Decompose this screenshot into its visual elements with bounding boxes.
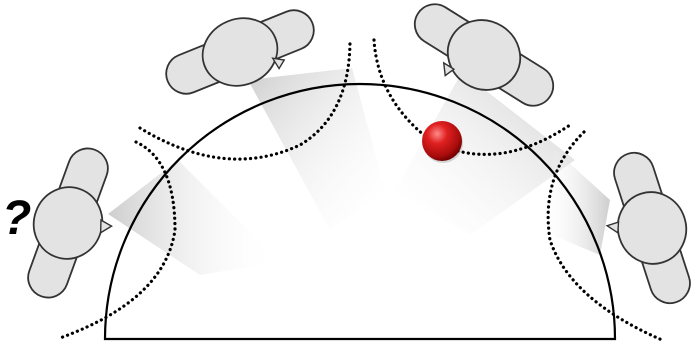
view-cone-left bbox=[108, 160, 280, 275]
nose-icon bbox=[605, 221, 620, 235]
target-ball bbox=[422, 121, 463, 163]
observer-left bbox=[27, 147, 113, 299]
view-cone-top-left bbox=[248, 68, 385, 230]
observer-right bbox=[605, 151, 691, 305]
question-mark-label: ? bbox=[2, 192, 31, 245]
ball-body bbox=[422, 121, 462, 161]
head-shape bbox=[201, 17, 279, 87]
range-arc-top-right bbox=[372, 38, 572, 156]
nose-icon bbox=[271, 57, 286, 70]
head-shape bbox=[446, 19, 522, 91]
view-cones bbox=[108, 68, 610, 275]
range-arc-top-left bbox=[138, 38, 352, 161]
range-arc-left bbox=[58, 140, 177, 340]
observer-top-right bbox=[413, 3, 555, 107]
observer-top-left bbox=[165, 9, 315, 95]
head-shape bbox=[32, 186, 104, 260]
dome-outline bbox=[103, 82, 617, 341]
range-arc-right bbox=[546, 130, 664, 342]
head-shape bbox=[616, 191, 688, 265]
nose-icon bbox=[442, 61, 456, 77]
range-arcs bbox=[58, 38, 664, 342]
nose-icon bbox=[99, 218, 113, 235]
